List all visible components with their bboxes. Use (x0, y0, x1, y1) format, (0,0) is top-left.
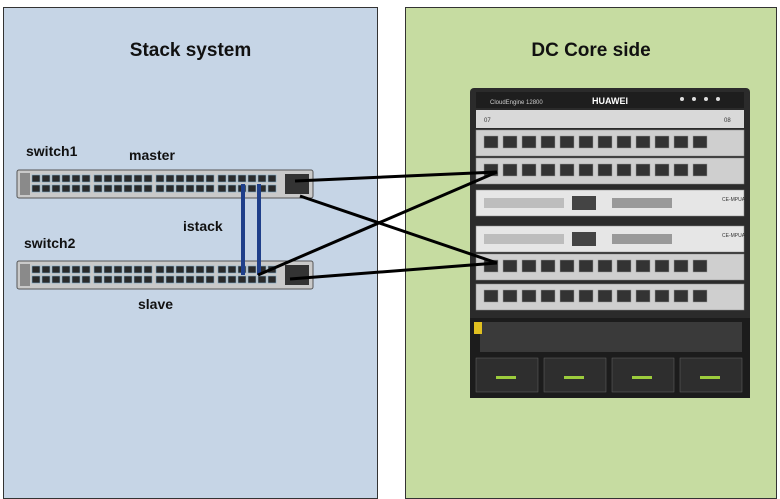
dc-core-title: DC Core side (531, 40, 651, 61)
huawei-logo-icon: HUAWEI (592, 96, 628, 106)
slot-right-label: 08 (724, 118, 731, 124)
slave-label: slave (138, 296, 174, 312)
stack-system-panel: Stack system (3, 7, 378, 499)
switch2-icon (16, 260, 314, 290)
status-leds (680, 97, 720, 101)
mpu-label: CE-MPUA (722, 233, 746, 239)
power-supply-icon (475, 357, 743, 393)
uplink-sw1-card1 (294, 170, 498, 183)
chassis-model: CloudEngine 12800 (490, 100, 543, 106)
istack-label: istack (183, 218, 223, 234)
stack-system-title: Stack system (129, 40, 252, 61)
warning-icon (474, 322, 482, 334)
mpu-label: CE-MPUA (722, 197, 746, 203)
slot-left-label: 07 (484, 118, 491, 124)
switch2-label: switch2 (24, 235, 76, 251)
switch1-icon (16, 169, 314, 199)
uplink-sw2-card1 (257, 170, 498, 277)
uplink-sw2-card2 (289, 261, 498, 281)
master-label: master (129, 147, 175, 163)
switch1-label: switch1 (26, 143, 78, 159)
uplink-sw1-card2 (299, 194, 498, 265)
chassis-icon: CloudEngine 12800 HUAWEI 07 08 CE-MPUA CE… (470, 88, 750, 398)
